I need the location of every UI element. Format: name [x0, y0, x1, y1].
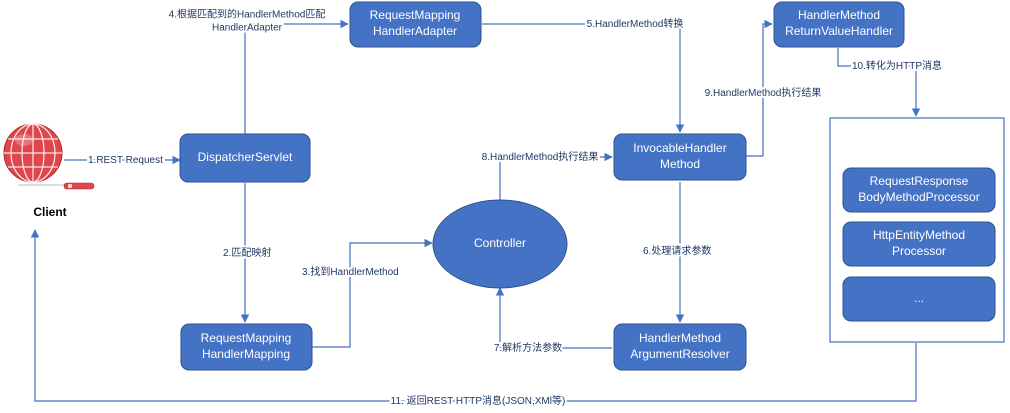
edge-label-6-line-1: 6.处理请求参数: [643, 244, 711, 257]
edges: [30, 19, 921, 402]
edge-label-7: 7.解析方法参数: [494, 341, 562, 354]
edge-label-3: 3.找到HandlerMethod: [302, 265, 399, 278]
edge-label-10-line-1: 10.转化为HTTP消息: [852, 59, 942, 72]
edge-label-10: 10.转化为HTTP消息: [852, 59, 942, 72]
edge-label-11-line-1: 11. 返回REST HTTP消息(JSON,XMl等): [391, 394, 566, 407]
client: Client: [3, 123, 95, 219]
http-entity-method-processor-label-line-1: HttpEntityMethod: [873, 228, 965, 242]
globe-icon: [3, 123, 63, 183]
handler-adapter-label-line-1: RequestMapping: [370, 8, 461, 22]
edge-label-8: 8.HandlerMethod执行结果: [482, 150, 599, 163]
edge-11-return-http-message: [30, 229, 917, 402]
edge-label-2: 2.匹配映射: [223, 247, 271, 259]
edge-9-execution-result: [746, 19, 773, 157]
edge-label-7-line-1: 7.解析方法参数: [494, 341, 562, 354]
controller-label-line-1: Controller: [474, 236, 526, 250]
http-entity-method-processor-label-line-2: Processor: [892, 244, 946, 258]
edge-5-handler-method-convert: [482, 23, 685, 133]
edge-4-select-handler-adapter: [244, 19, 349, 134]
edge-3-found-handler-method: [312, 238, 433, 348]
edge-label-4: 4.根据匹配到的HandlerMethod匹配 HandlerAdapter: [169, 7, 326, 33]
edge-label-6: 6.处理请求参数: [643, 244, 711, 257]
edge-label-8-line-1: 8.HandlerMethod执行结果: [482, 150, 599, 163]
return-value-handler-label-line-2: ReturnValueHandler: [785, 24, 893, 38]
argument-resolver-label-line-2: ArgumentResolver: [630, 347, 729, 361]
handler-mapping-label-line-1: RequestMapping: [201, 331, 292, 345]
return-value-handler-label-line-1: HandlerMethod: [798, 8, 880, 22]
more-processors-label: ...: [914, 291, 924, 305]
client-label: Client: [33, 205, 66, 219]
mouse-icon: [63, 182, 95, 190]
more-processors-node: ...: [842, 276, 996, 322]
dispatcher-servlet-label: DispatcherServlet: [198, 150, 293, 164]
edge-7-resolve-method-params: [495, 287, 612, 349]
edge-label-5: 5.HandlerMethod转换: [587, 17, 684, 30]
edge-label-11: 11. 返回REST HTTP消息(JSON,XMl等): [391, 394, 566, 407]
request-response-body-processor-label-line-2: BodyMethodProcessor: [858, 190, 979, 204]
edge-label-3-line-1: 3.找到HandlerMethod: [302, 265, 399, 278]
invocable-handler-method-label-line-2: Method: [660, 157, 700, 171]
edge-label-9: 9.HandlerMethod执行结果: [705, 86, 822, 99]
edge-label-9-line-1: 9.HandlerMethod执行结果: [705, 86, 822, 99]
edge-label-4-line-1: 4.根据匹配到的HandlerMethod匹配: [169, 7, 326, 20]
edge-8-execution-result: [499, 152, 613, 200]
handler-adapter-label-line-2: HandlerAdapter: [373, 24, 457, 38]
edge-label-5-line-1: 5.HandlerMethod转换: [587, 17, 684, 30]
argument-resolver-label-line-1: HandlerMethod: [639, 331, 721, 345]
edge-label-1-line-1: 1.REST Request: [88, 155, 163, 166]
invocable-handler-method-label-line-1: InvocableHandler: [633, 141, 726, 155]
controller-node: Controller: [432, 199, 568, 289]
controller-label: Controller: [474, 236, 526, 250]
edge-10-to-http-message: [837, 48, 921, 117]
handler-mapping-label-line-2: HandlerMapping: [202, 347, 290, 361]
edge-label-4-line-2: HandlerAdapter: [212, 22, 283, 33]
more-processors-label-line-1: ...: [914, 291, 924, 305]
edge-label-1: 1.REST Request: [88, 155, 163, 166]
request-response-body-processor-label-line-1: RequestResponse: [870, 174, 969, 188]
dispatcher-servlet-label-line-1: DispatcherServlet: [198, 150, 293, 164]
edge-labels: 1.REST Request 2.匹配映射 3.找到HandlerMethod …: [86, 5, 944, 409]
dispatcher-servlet-node: DispatcherServlet: [179, 133, 311, 183]
edge-label-2-line-1: 2.匹配映射: [223, 247, 271, 259]
